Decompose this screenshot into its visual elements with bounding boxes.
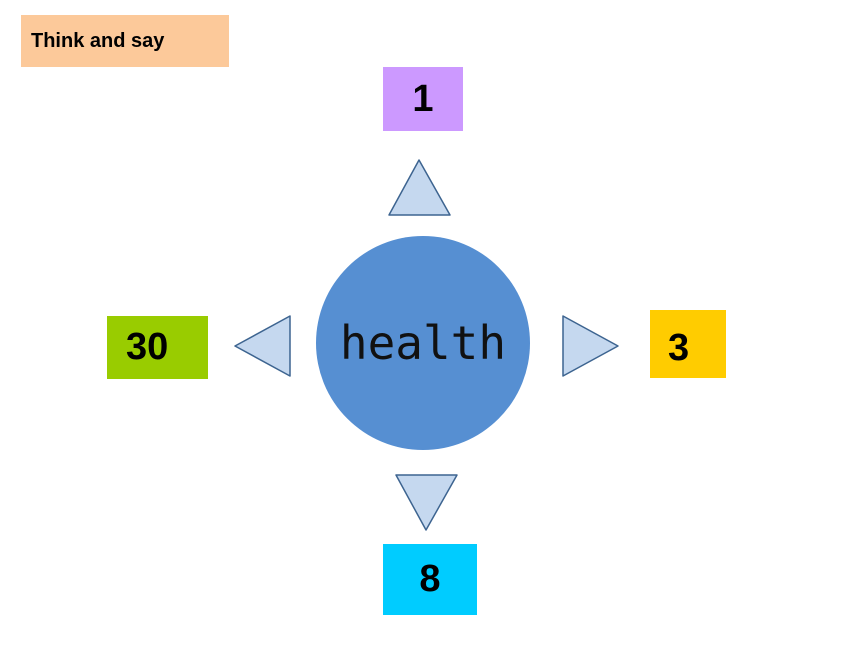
number-right-label: 3 xyxy=(668,326,690,369)
arrow-down-icon xyxy=(395,474,458,531)
number-box-left: 30 xyxy=(107,316,208,379)
arrow-up-icon xyxy=(388,159,451,216)
arrow-left-icon xyxy=(234,315,291,377)
number-box-bottom: 8 xyxy=(383,544,477,615)
number-top-label: 1 xyxy=(412,77,434,120)
number-left-label: 30 xyxy=(126,326,169,368)
page-title: Think and say xyxy=(21,15,229,67)
number-bottom-label: 8 xyxy=(419,558,441,600)
center-label: health xyxy=(339,316,507,370)
number-box-top: 1 xyxy=(383,67,463,131)
arrow-right-icon xyxy=(562,315,619,377)
number-box-right: 3 xyxy=(650,310,726,378)
center-circle: health xyxy=(316,236,530,450)
